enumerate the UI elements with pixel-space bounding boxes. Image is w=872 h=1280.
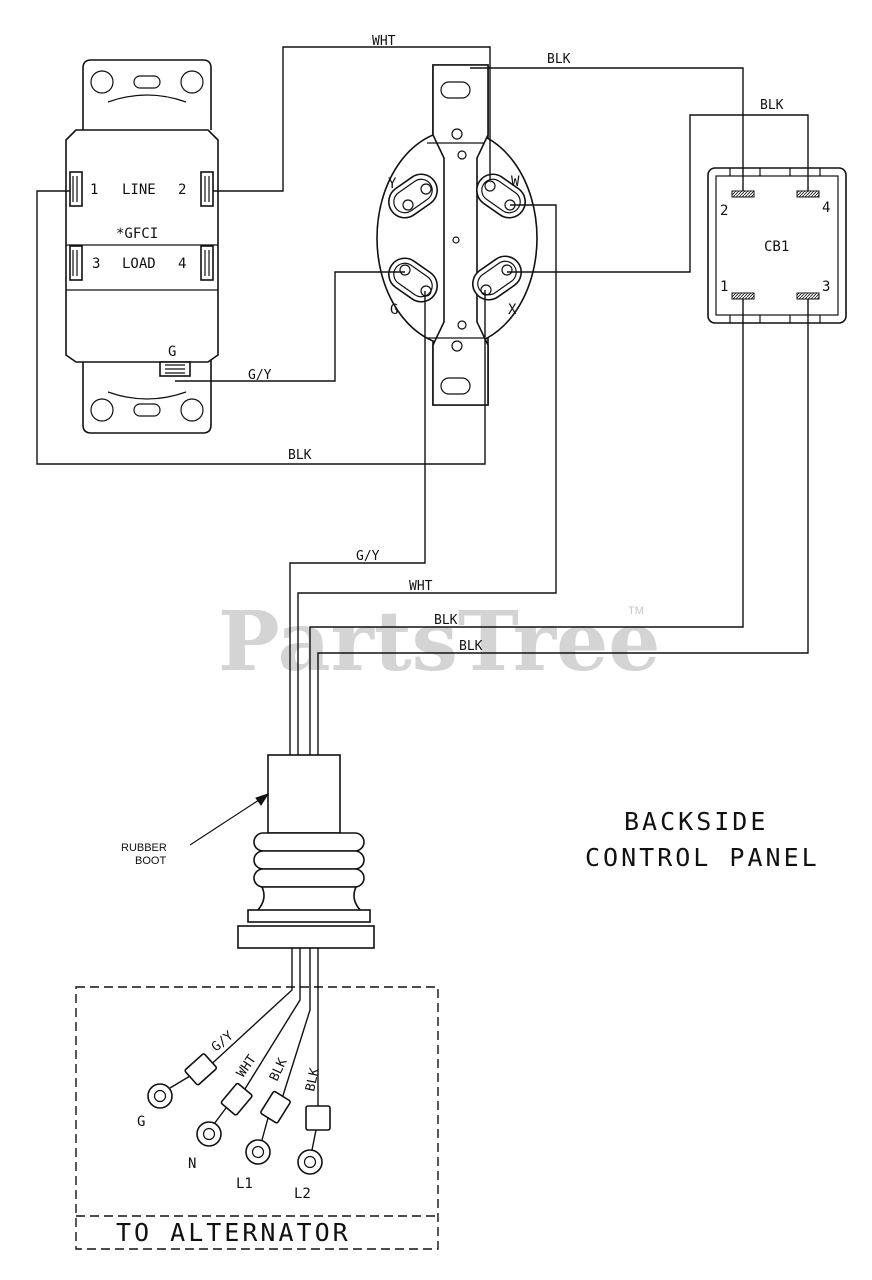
wire-label-blk-cb: BLK [760,98,784,113]
rubber-boot [189,754,375,949]
cb1-terminal-4: 4 [822,200,830,216]
lead-l1-wire-label: BLK [267,1056,291,1084]
boot-label-line1: RUBBER [121,842,167,854]
circuit-breaker-cb1 [707,167,847,324]
lead-n-wire-label: WHT [234,1052,260,1080]
cb1-label: CB1 [764,239,789,255]
gfci-ground-label: G [168,344,176,360]
gfci-line-label: LINE [122,182,156,198]
title-line1: BACKSIDE [624,807,768,836]
alternator-lead-l1 [245,1090,291,1165]
lead-g-wire-label: G/Y [209,1028,237,1055]
cb1-terminal-2: 2 [720,203,728,219]
wire-label-blk-harness-1: BLK [434,613,458,628]
alternator-lead-l2 [297,1105,331,1175]
lead-n-terminal-label: N [188,1156,196,1172]
receptacle-g-label: G [390,302,398,318]
gfci-terminal-4: 4 [178,256,186,272]
alternator-box-label: TO ALTERNATOR [116,1218,351,1247]
lead-l1-terminal-label: L1 [236,1176,253,1192]
wires [36,46,809,755]
gfci-terminal-3: 3 [92,256,100,272]
gfci-load-label: LOAD [122,256,156,272]
cb1-terminal-3: 3 [822,279,830,295]
wire-label-wht-harness: WHT [409,579,433,594]
lead-l2-wire-label: BLK [303,1067,323,1093]
wire-label-gy-gfci: G/Y [248,368,272,383]
twist-lock-receptacle [376,64,538,406]
cb1-terminal-1: 1 [720,279,728,295]
watermark-tm: TM [628,605,644,617]
alternator-lead-g [147,1053,218,1109]
alternator-box [75,948,439,1250]
title-line2: CONTROL PANEL [585,843,820,872]
alternator-lead-n [196,1082,253,1147]
receptacle-y-label: Y [388,176,397,192]
receptacle-x-label: X [508,302,517,318]
watermark: PartsTree [218,594,660,690]
boot-label-line2: BOOT [135,855,166,867]
lead-g-terminal-label: G [137,1114,145,1130]
wire-label-blk-top: BLK [547,52,571,67]
gfci-receptacle [65,59,219,434]
wire-label-wht-top: WHT [372,34,396,49]
gfci-terminal-1: 1 [90,182,98,198]
wire-label-blk-harness-2: BLK [459,639,483,654]
wire-label-blk-bottom: BLK [288,448,312,463]
gfci-label: *GFCI [116,226,158,242]
receptacle-w-label: W [511,174,520,190]
lead-l2-terminal-label: L2 [294,1186,311,1202]
wire-label-gy-harness: G/Y [356,549,380,564]
gfci-terminal-2: 2 [178,182,186,198]
